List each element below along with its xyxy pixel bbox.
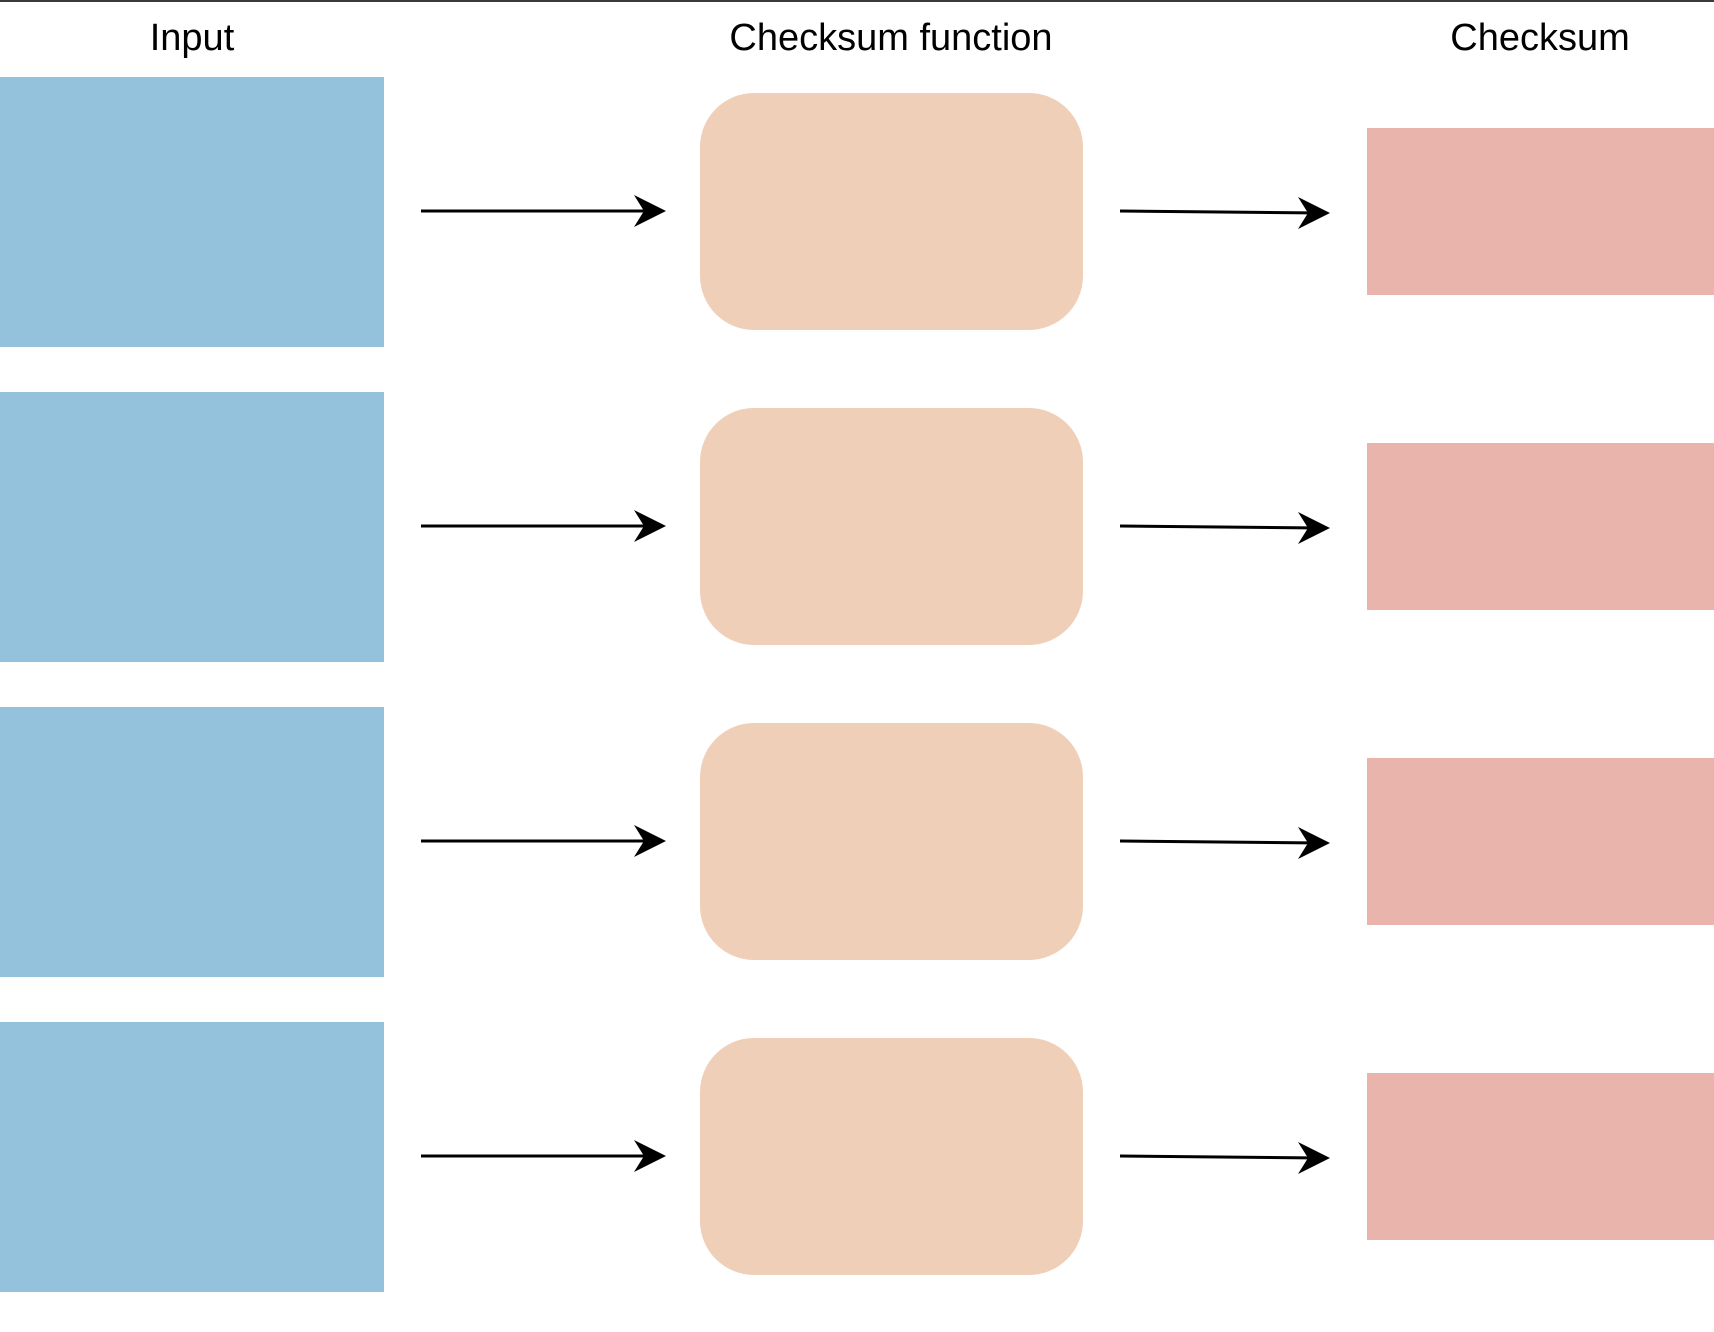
arrow-input-to-function-1 xyxy=(421,195,666,227)
arrow-function-to-checksum-2-head xyxy=(1298,512,1330,544)
arrow-function-to-checksum-1-head xyxy=(1298,197,1330,229)
arrow-input-to-function-1-head xyxy=(634,195,666,227)
input-block-3 xyxy=(0,707,384,977)
checksum-function-block-4 xyxy=(700,1038,1083,1275)
arrow-function-to-checksum-4-head xyxy=(1298,1142,1330,1174)
checksum-function-column-header: Checksum function xyxy=(729,17,1053,59)
checksum-function-block-1 xyxy=(700,93,1083,330)
arrow-function-to-checksum-2-shaft xyxy=(1119,524,1321,530)
arrow-input-to-function-3-head xyxy=(634,825,666,857)
checksum-block-2 xyxy=(1367,443,1714,610)
checksum-function-block-3 xyxy=(700,723,1083,960)
arrow-function-to-checksum-3-shaft xyxy=(1119,839,1321,845)
arrow-function-to-checksum-4-shaft xyxy=(1119,1154,1321,1160)
arrow-function-to-checksum-4 xyxy=(1119,1142,1330,1174)
arrow-function-to-checksum-1 xyxy=(1119,197,1330,229)
arrow-function-to-checksum-2 xyxy=(1119,512,1330,544)
checksum-column-header: Checksum xyxy=(1450,17,1630,59)
arrow-input-to-function-3 xyxy=(421,825,666,857)
arrow-function-to-checksum-3-head xyxy=(1298,827,1330,859)
checksum-block-1 xyxy=(1367,128,1714,295)
arrow-input-to-function-2-head xyxy=(634,510,666,542)
checksum-function-block-2 xyxy=(700,408,1083,645)
arrow-input-to-function-4 xyxy=(421,1140,666,1172)
input-block-1 xyxy=(0,77,384,347)
input-block-2 xyxy=(0,392,384,662)
arrow-function-to-checksum-3 xyxy=(1119,827,1330,859)
input-block-4 xyxy=(0,1022,384,1292)
checksum-block-3 xyxy=(1367,758,1714,925)
top-border-line xyxy=(0,0,1714,2)
checksum-block-4 xyxy=(1367,1073,1714,1240)
input-column-header: Input xyxy=(149,17,235,59)
arrow-function-to-checksum-1-shaft xyxy=(1119,209,1321,215)
arrow-input-to-function-4-head xyxy=(634,1140,666,1172)
arrow-input-to-function-2 xyxy=(421,510,666,542)
